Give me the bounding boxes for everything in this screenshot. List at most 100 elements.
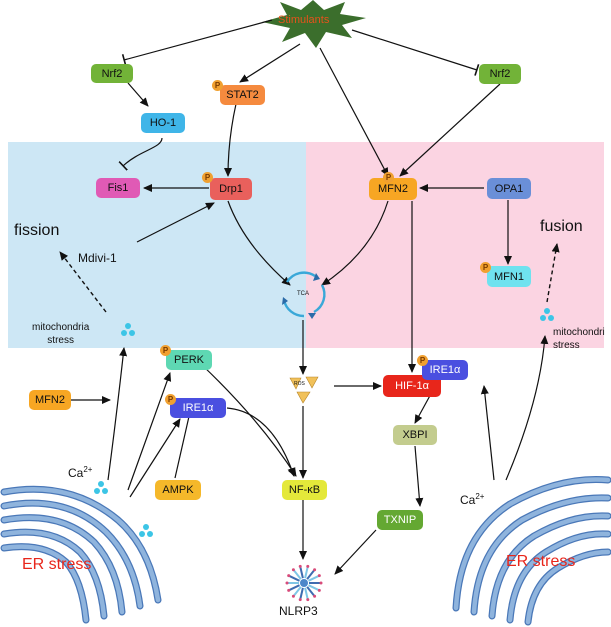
nlrp3-subunit-head	[291, 568, 295, 572]
edge-er-to-ire1a-left	[129, 418, 181, 498]
calcium-dot	[129, 330, 135, 336]
er-membrane-lumen	[525, 549, 611, 625]
edge-mfn2-to-tca	[321, 200, 389, 286]
edge-er-to-perk	[127, 372, 172, 491]
mfn1-node: MFN1	[487, 266, 531, 287]
ampk-node: AMPK	[155, 480, 201, 500]
edge-ampk-inhibits-ire1a	[174, 410, 196, 479]
edge-stat2-to-drp1	[224, 103, 237, 177]
nlrp3-subunit-head	[287, 588, 291, 592]
er-membrane-lumen	[1, 529, 107, 619]
edge-ho1-inhibits-fis1	[118, 137, 163, 171]
inhibition-edges	[118, 19, 480, 479]
edge-stimulants-to-stat2	[239, 43, 301, 83]
nlrp3-subunit	[304, 567, 309, 579]
phospho-badge-ire1a-left: P	[165, 394, 176, 405]
ho1-node: HO-1	[141, 113, 185, 133]
nlrp3-subunit-head	[291, 594, 295, 598]
er-membrane-lumen	[471, 495, 611, 615]
edge-nrf2-to-mfn2	[399, 83, 501, 177]
er-membrane-lumen	[453, 477, 611, 611]
edge-ca-to-mito-stress-left	[107, 347, 128, 481]
mfn2-bottom-node: MFN2	[29, 390, 71, 410]
nlrp3-label: NLRP3	[279, 604, 318, 618]
edge-stimulants-inhibits-nrf2-left	[121, 19, 273, 66]
ire1a-left-node: IRE1α	[170, 398, 226, 418]
edge-stimulants-inhibits-nrf2-right	[351, 29, 480, 76]
er-membrane-lumen	[489, 513, 611, 619]
edge-txnip-to-nlrp3	[334, 529, 377, 575]
mito-stress-right-label: mitochondri stress	[553, 327, 605, 351]
nlrp3-subunit-head	[313, 594, 317, 598]
calcium-dot	[139, 531, 145, 537]
fission-zone	[8, 142, 306, 348]
nlrp3-subunit	[299, 567, 304, 579]
txnip-node: TXNIP	[377, 510, 423, 530]
calcium-dot	[121, 330, 127, 336]
xbpi-node: XBPI	[393, 425, 437, 445]
nlrp3-subunit-head	[298, 598, 302, 602]
edge-perk-to-nfkb	[201, 364, 297, 477]
nlrp3-subunit-head	[298, 564, 302, 568]
nlrp3-subunit-head	[313, 568, 317, 572]
edge-nrf2-to-ho1	[127, 82, 149, 107]
er-membrane-right	[452, 476, 611, 626]
calcium-dot	[548, 315, 554, 321]
ros-cluster	[289, 376, 319, 404]
activation-edges	[71, 43, 549, 575]
fission-label: fission	[14, 222, 60, 239]
mito-stress-left-label: mitochondria stress	[32, 322, 90, 346]
edge-stimulants-to-mfn2	[319, 47, 389, 177]
phospho-badge-stat2: P	[212, 80, 223, 91]
nrf2-right-node: Nrf2	[479, 64, 521, 84]
er-membrane-lumen	[1, 515, 125, 615]
nlrp3-subunit	[304, 587, 309, 599]
calcium-left-label: Ca2+	[68, 465, 92, 480]
nlrp3-subunit-head	[317, 574, 321, 578]
fis1-node: Fis1	[96, 178, 140, 198]
phospho-badge-drp1: P	[202, 172, 213, 183]
er-membrane-left	[0, 485, 162, 624]
nlrp3-core	[300, 579, 308, 587]
tca-cycle	[282, 271, 326, 319]
nlrp3-subunit	[293, 586, 302, 597]
calcium-right-label: Ca2+	[460, 492, 484, 507]
er-membrane-lumen	[1, 500, 143, 609]
phospho-badge-mfn1: P	[480, 262, 491, 273]
calcium-dot	[102, 488, 108, 494]
calcium-dot	[540, 315, 546, 321]
nlrp3-subunit-head	[306, 598, 310, 602]
nlrp3-subunit	[293, 569, 302, 580]
er-stress-right-label: ER stress	[506, 553, 576, 570]
stimulants-star	[262, 0, 366, 48]
er-membrane-lumen	[507, 531, 611, 623]
edge-mito-stress-to-fusion	[546, 243, 560, 303]
nlrp3-subunit	[306, 569, 315, 580]
calcium-dot	[143, 524, 149, 530]
ire1a-right-node: IRE1α	[422, 360, 468, 380]
mdivi1-label: Mdivi-1	[78, 251, 117, 265]
nlrp3-inflammasome	[285, 564, 323, 602]
nlrp3-subunit-head	[319, 581, 323, 585]
calcium-dots	[94, 308, 554, 537]
er-stress-left-label: ER stress	[22, 556, 92, 573]
phospho-badge-mfn2: P	[383, 172, 394, 183]
calcium-dot	[125, 323, 131, 329]
phospho-badge-perk: P	[160, 345, 171, 356]
edge-xbpi-to-txnip	[414, 445, 424, 507]
drp1-node: Drp1	[210, 178, 252, 200]
stimulants-label: Stimulants	[278, 14, 330, 26]
fusion-zone	[306, 142, 604, 348]
mfn2-top-node: MFN2	[369, 178, 417, 200]
calcium-right-charge: 2+	[475, 492, 485, 501]
nlrp3-subunit	[289, 575, 300, 582]
nlrp3-subunit	[299, 587, 304, 599]
calcium-dot	[544, 308, 550, 314]
nlrp3-subunit-head	[287, 574, 291, 578]
edge-drp1-to-tca	[227, 200, 291, 286]
tca-label: TCA	[297, 291, 309, 297]
nlrp3-subunit	[308, 575, 319, 582]
edge-er-to-mito-stress-right	[505, 335, 549, 481]
calcium-dot	[147, 531, 153, 537]
